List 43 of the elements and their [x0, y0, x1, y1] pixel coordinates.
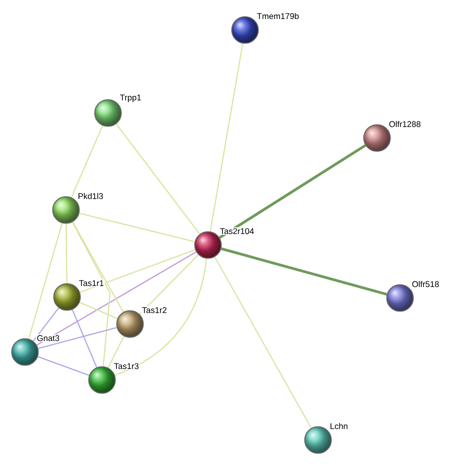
interaction-line	[210, 43, 244, 232]
interaction-line	[79, 302, 118, 320]
interaction-line	[108, 336, 124, 368]
interaction-line	[38, 326, 117, 349]
interaction-line	[80, 249, 196, 293]
interaction-line	[214, 256, 312, 428]
interaction-line	[139, 254, 199, 315]
protein-node: Olfr518	[386, 280, 440, 312]
protein-node: Tas1r1	[53, 279, 105, 311]
node-label: Tas1r1	[79, 280, 104, 286]
protein-node: Tmem179b	[231, 12, 300, 44]
interaction-line	[28, 223, 63, 339]
interaction-line	[72, 222, 111, 366]
interaction-line	[114, 258, 208, 376]
node-label: Tas1r3	[114, 363, 138, 370]
node-label: Tmem179b	[257, 12, 299, 20]
interaction-line	[79, 212, 195, 242]
protein-node: Tas1r3	[88, 362, 140, 394]
protein-node: Olfr1288	[363, 120, 422, 152]
interaction-line	[70, 125, 104, 198]
interaction-line	[66, 224, 68, 284]
protein-node: Lchn	[304, 422, 349, 454]
interaction-line	[36, 251, 196, 346]
node-label: Gnat3	[37, 335, 60, 342]
interaction-line	[72, 309, 98, 368]
protein-node: Gnat3	[11, 334, 60, 366]
interaction-line	[218, 144, 366, 239]
node-label: Pkd1l3	[78, 192, 103, 200]
node-label: Olfr518	[412, 280, 439, 288]
protein-node: Tas2r104	[194, 227, 255, 259]
node-label: Tas1r2	[142, 307, 166, 314]
interaction-line	[116, 124, 200, 234]
node-label: Lchn	[330, 422, 348, 430]
protein-node: Tas1r2	[116, 306, 168, 338]
node-label: Olfr1288	[389, 120, 420, 128]
interaction-line	[72, 222, 124, 312]
interaction-line	[220, 247, 388, 296]
node-label: Trpp1	[120, 94, 141, 102]
protein-node: Pkd1l3	[52, 192, 104, 224]
node-label: Tas2r104	[220, 228, 254, 234]
protein-node: Trpp1	[94, 94, 142, 127]
interaction-line	[32, 308, 60, 342]
interaction-line	[38, 356, 90, 376]
